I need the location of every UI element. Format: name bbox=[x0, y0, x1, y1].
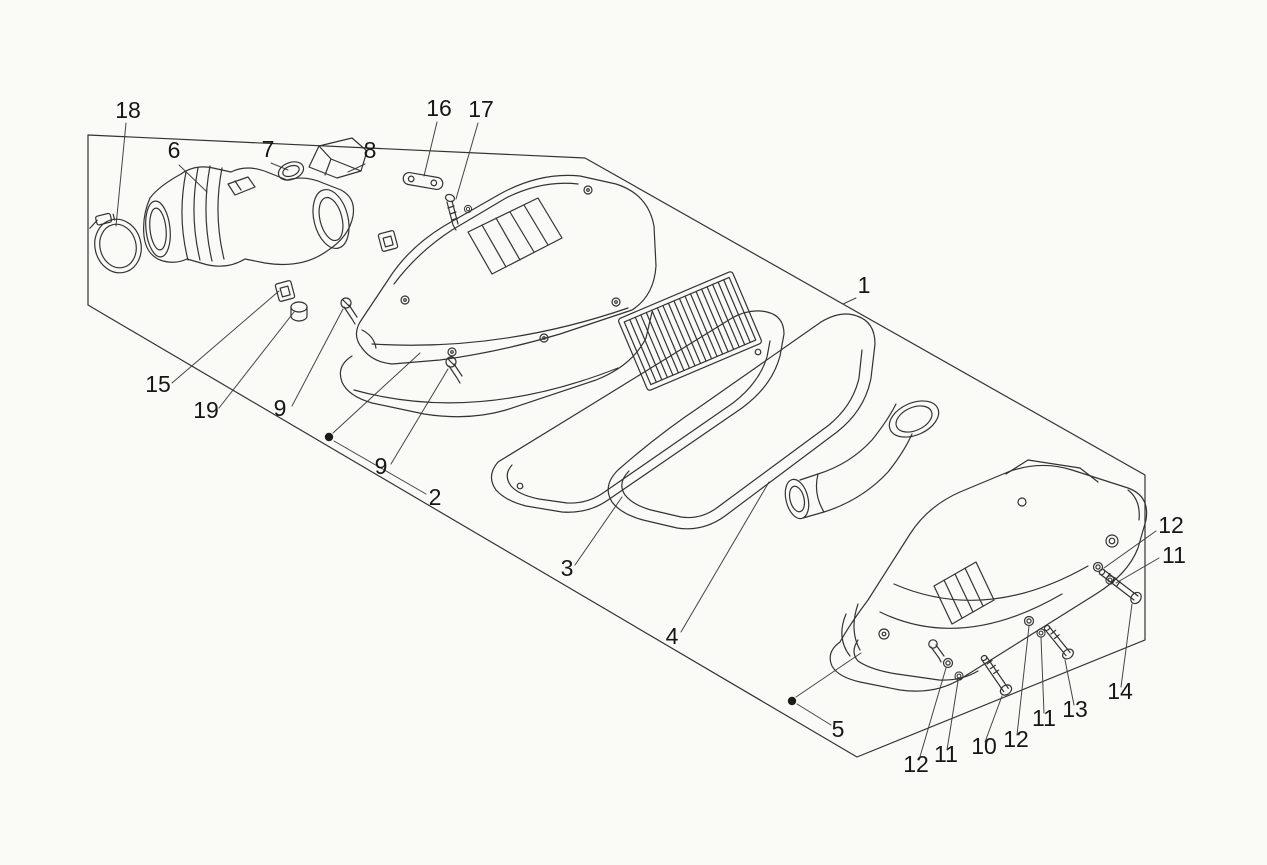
callout-12-a: 12 bbox=[903, 751, 929, 777]
callout-17: 17 bbox=[468, 96, 494, 122]
airbox-cover bbox=[355, 174, 657, 365]
bracket-plate bbox=[402, 171, 444, 191]
callout-10: 10 bbox=[971, 733, 997, 759]
callout-2: 2 bbox=[429, 484, 442, 510]
callout-11-right: 11 bbox=[1162, 542, 1186, 568]
callout-11-b: 11 bbox=[1032, 705, 1056, 731]
bolt-14 bbox=[1098, 568, 1142, 605]
o-ring bbox=[277, 161, 305, 181]
callout-1: 1 bbox=[858, 272, 871, 298]
screw-9-upper bbox=[340, 297, 358, 325]
washer-11-b bbox=[1036, 628, 1046, 638]
callout-5: 5 bbox=[832, 716, 845, 742]
cover-screws bbox=[400, 185, 621, 357]
callout-9-lower: 9 bbox=[375, 453, 388, 479]
sealing-frame-gasket bbox=[490, 310, 785, 513]
washer-12-b bbox=[1023, 615, 1035, 627]
nut-19 bbox=[290, 301, 308, 322]
callout-12-right: 12 bbox=[1158, 512, 1184, 538]
leader-lines bbox=[115, 121, 1160, 761]
callout-14: 14 bbox=[1107, 678, 1133, 704]
callout-19: 19 bbox=[193, 397, 219, 423]
perimeter-gasket bbox=[607, 313, 876, 530]
hose-clamp bbox=[89, 212, 142, 274]
callout-3: 3 bbox=[561, 555, 574, 581]
callout-8: 8 bbox=[364, 137, 377, 163]
callout-11-a: 11 bbox=[934, 741, 958, 767]
bolt-13 bbox=[1043, 624, 1074, 660]
washer-12-a bbox=[942, 657, 954, 669]
callout-13: 13 bbox=[1062, 696, 1088, 722]
callout-labels: 18 6 7 8 16 17 1 15 19 9 9 2 3 4 12 11 5… bbox=[115, 95, 1186, 777]
callout-9-upper: 9 bbox=[274, 395, 287, 421]
assembly-dot-lower bbox=[787, 696, 797, 706]
outlet-duct bbox=[784, 400, 940, 520]
callout-15: 15 bbox=[145, 371, 171, 397]
screw-9-lower bbox=[445, 356, 463, 384]
callout-7: 7 bbox=[262, 136, 275, 162]
clip-upper bbox=[377, 230, 399, 252]
screw-small bbox=[928, 639, 945, 663]
callout-18: 18 bbox=[115, 97, 141, 123]
clip-15 bbox=[274, 280, 296, 302]
callout-12-b: 12 bbox=[1003, 726, 1029, 752]
intake-duct-group bbox=[89, 137, 368, 274]
callout-4: 4 bbox=[666, 623, 679, 649]
intake-duct-body bbox=[143, 165, 355, 267]
assembly-dot-upper bbox=[324, 432, 334, 442]
callout-6: 6 bbox=[168, 137, 181, 163]
callout-16: 16 bbox=[426, 95, 452, 121]
airbox-lower-half bbox=[339, 311, 653, 418]
lower-housing bbox=[829, 459, 1148, 692]
bolt-10 bbox=[980, 654, 1013, 696]
air-filter-element bbox=[618, 271, 762, 391]
boundary-outline bbox=[87, 134, 1146, 758]
inlet-snout bbox=[308, 137, 368, 179]
